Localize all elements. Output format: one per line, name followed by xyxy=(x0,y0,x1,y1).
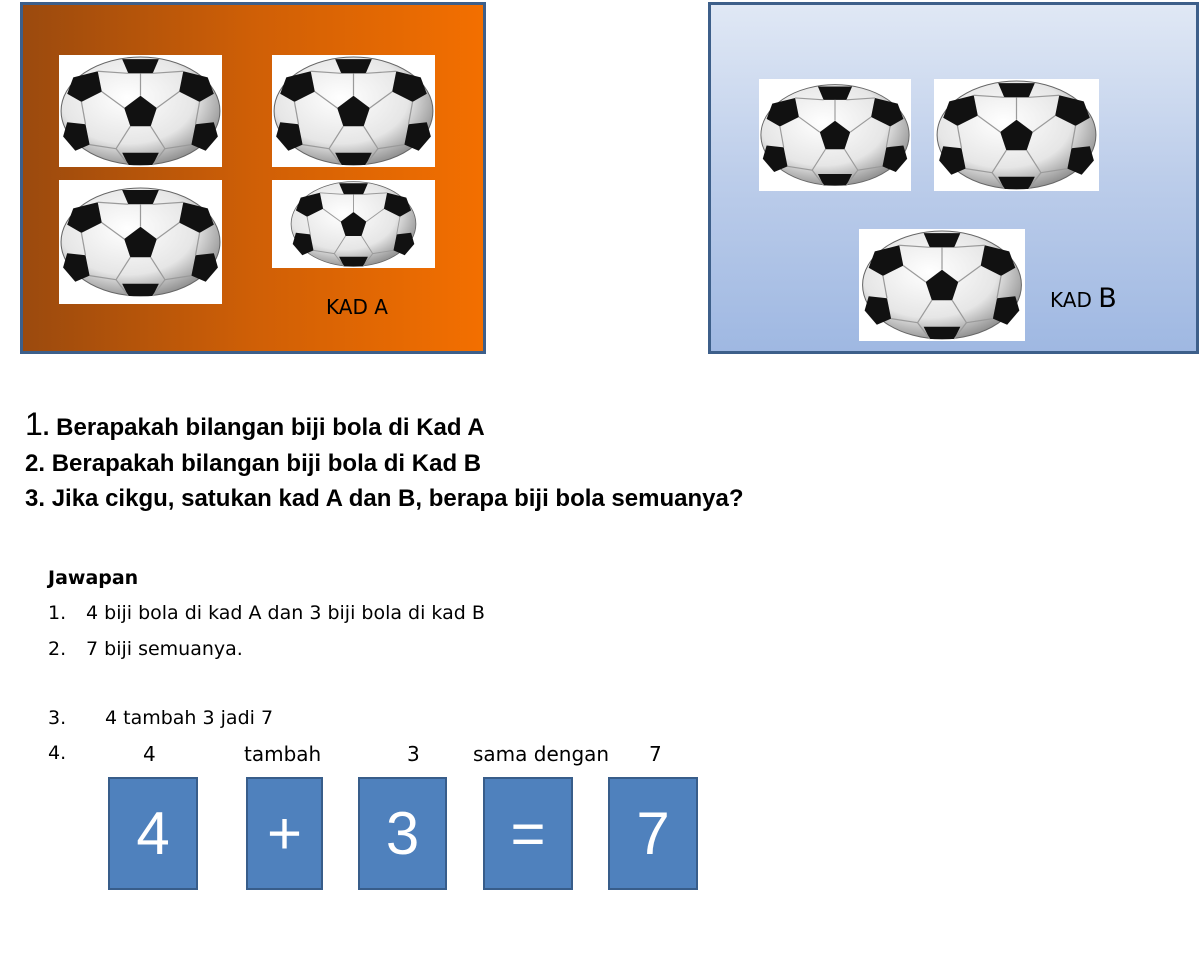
answer-3-number: 3. xyxy=(48,707,67,729)
answer-1-text: 4 biji bola di kad A dan 3 biji bola di … xyxy=(86,602,485,624)
answer-heading: Jawapan xyxy=(48,567,139,589)
soccer-ball-icon xyxy=(859,229,1025,341)
answer-3-text: 4 tambah 3 jadi 7 xyxy=(105,707,274,729)
equation-box-7: 7 xyxy=(608,777,698,890)
answer-4-number: 4. xyxy=(48,742,67,764)
soccer-ball-icon xyxy=(934,79,1099,191)
equation-word: 7 xyxy=(649,742,662,766)
equation-word: sama dengan xyxy=(473,742,610,766)
card-a: KAD A xyxy=(20,2,486,354)
answer-2-number: 2. xyxy=(48,638,67,660)
equation-box-equals: = xyxy=(483,777,573,890)
equation-box-plus: + xyxy=(246,777,323,890)
equation-word: 4 xyxy=(143,742,156,766)
soccer-ball-icon xyxy=(272,55,435,167)
card-b: KAD B xyxy=(708,2,1199,354)
question-3: 3. Jika cikgu, satukan kad A dan B, bera… xyxy=(25,485,744,512)
question-2: 2. Berapakah bilangan biji bola di Kad B xyxy=(25,450,482,477)
equation-box-3: 3 xyxy=(358,777,447,890)
equation-word: tambah xyxy=(244,742,322,766)
card-a-label: KAD A xyxy=(326,295,388,319)
soccer-ball-icon xyxy=(759,79,911,191)
answer-1-number: 1. xyxy=(48,602,67,624)
card-b-label: KAD B xyxy=(1050,283,1117,314)
soccer-ball-icon xyxy=(59,180,222,304)
soccer-ball-icon xyxy=(59,55,222,167)
soccer-ball-icon xyxy=(272,180,435,268)
equation-box-4: 4 xyxy=(108,777,198,890)
equation-word: 3 xyxy=(407,742,420,766)
question-1: 1. Berapakah bilangan biji bola di Kad A xyxy=(25,406,485,442)
answer-2-text: 7 biji semuanya. xyxy=(86,638,243,660)
